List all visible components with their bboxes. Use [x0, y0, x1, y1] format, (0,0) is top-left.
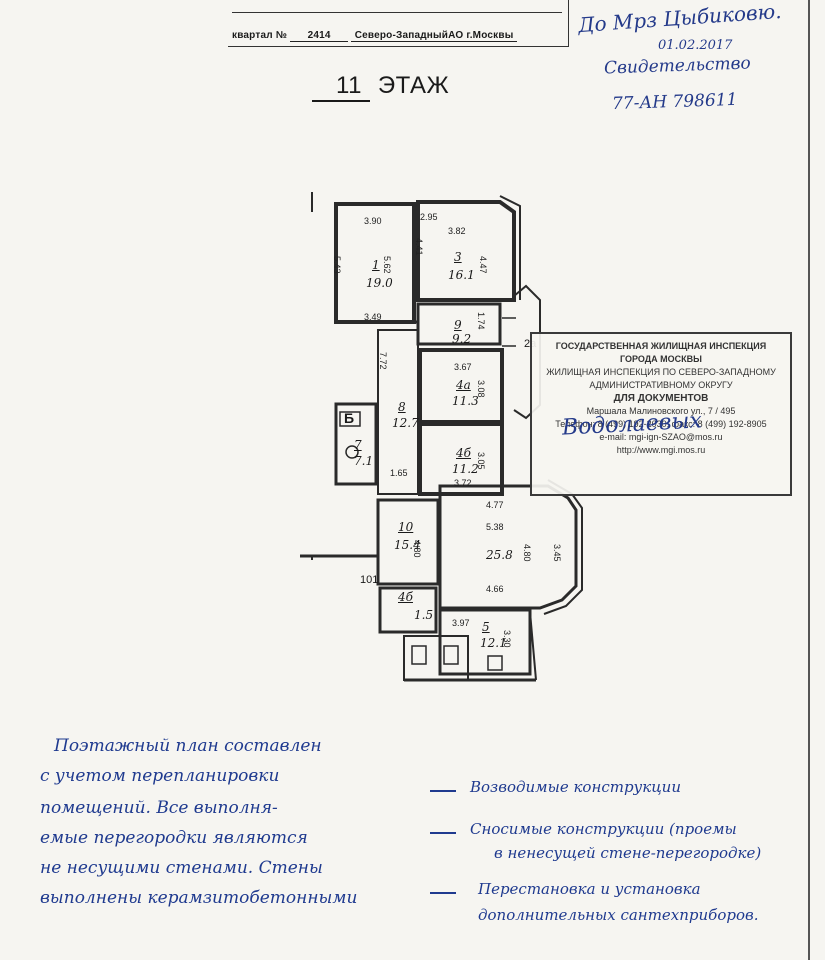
- district-name: Северо-ЗападныйАО г.Москвы: [351, 30, 518, 42]
- room-number: 10: [398, 520, 414, 534]
- note-line-2: с учетом перепланировки: [40, 766, 280, 786]
- room-number: 7: [354, 438, 362, 452]
- stamp-line-8: e-mail: mgi-ign-SZAO@mos.ru: [599, 432, 723, 442]
- header-line: квартал № 2414 Северо-ЗападныйАО г.Москв…: [232, 30, 518, 42]
- room-area: 1.5: [414, 608, 434, 622]
- room-dimension: 3.67: [454, 362, 472, 372]
- room-dimension: 5.62: [382, 256, 392, 274]
- legend-item-2b: в ненесущей стене-перегородке): [494, 844, 762, 862]
- mark-b-label: Б: [344, 410, 355, 426]
- room-dimension: 4.80: [412, 540, 422, 558]
- room-dimension: 5.43: [332, 256, 342, 274]
- room-dimension: 4.77: [486, 500, 504, 510]
- stamp-line-3: ЖИЛИЩНАЯ ИНСПЕКЦИЯ ПО СЕВЕРО-ЗАПАДНОМУ: [546, 367, 776, 377]
- floor-number: 11: [312, 72, 370, 102]
- room-dimension: 3.72: [454, 478, 472, 488]
- note-line-1: Поэтажный план составлен: [54, 736, 322, 756]
- room-dimension: 4.66: [486, 584, 504, 594]
- door-101-label: 101: [360, 574, 379, 586]
- stamp-line-5: ДЛЯ ДОКУМЕНТОВ: [613, 393, 709, 404]
- room-dimension: 1.65: [390, 468, 408, 478]
- room-number: 9: [454, 318, 462, 332]
- room-dimension: 4.47: [478, 256, 488, 274]
- quarter-number: 2414: [290, 30, 349, 42]
- legend-item-3b: дополнительных сантехприборов.: [478, 906, 759, 924]
- room-dimension: 1.74: [476, 312, 486, 330]
- floor-label: ЭТАЖ: [377, 72, 450, 99]
- room-dimension: 3.49: [364, 312, 382, 322]
- note-line-4: емые перегородки являются: [40, 828, 308, 848]
- floor-title: 11 ЭТАЖ: [312, 72, 449, 102]
- note-line-5: не несущими стенами. Стены: [40, 858, 323, 878]
- quarter-label: квартал №: [232, 30, 288, 41]
- room-number: 4а: [456, 378, 471, 392]
- header-frame: [228, 0, 569, 47]
- stamp-line-9: http://www.mgi.mos.ru: [616, 445, 706, 455]
- stamp-line-7: Телефон: 8 (499) 192-2030; факс: 8 (499)…: [555, 419, 767, 429]
- legend-item-1: Возводимые конструкции: [470, 778, 682, 796]
- room-dimension: 7.72: [378, 352, 388, 370]
- legend-dash-1: [430, 790, 456, 792]
- room-number: 5: [482, 620, 490, 634]
- room-dimension: 4.41: [414, 238, 424, 256]
- room-number: 4б: [398, 590, 413, 604]
- room-number: 3: [454, 250, 462, 264]
- room-area: 12.7: [392, 416, 419, 430]
- stamp-line-1: ГОСУДАРСТВЕННАЯ ЖИЛИЩНАЯ ИНСПЕКЦИЯ: [555, 341, 767, 351]
- room-dimension: 3.82: [448, 226, 466, 236]
- room-dimension: 3.05: [476, 452, 486, 470]
- header-rule: [232, 12, 562, 13]
- legend-dash-3: [430, 892, 456, 894]
- legend-dash-2: [430, 832, 456, 834]
- room-dimension: 3.08: [476, 380, 486, 398]
- note-line-6: выполнены керамзитобетонными: [40, 888, 358, 908]
- stamp-line-2: ГОРОДА МОСКВЫ: [620, 354, 702, 364]
- room-number: 4б: [456, 446, 471, 460]
- room-area: 7.1: [354, 454, 374, 468]
- room-dimension: 3.90: [364, 216, 382, 226]
- room-area: 9.2: [452, 332, 472, 346]
- room-number: 8: [398, 400, 406, 414]
- room-area: 15.4: [394, 538, 421, 552]
- room-dimension: 5.38: [486, 522, 504, 532]
- note-line-3: помещений. Все выполня-: [40, 798, 278, 818]
- room-area: 11.3: [452, 394, 479, 408]
- inspection-stamp: ГОСУДАРСТВЕННАЯ ЖИЛИЩНАЯ ИНСПЕКЦИЯ ГОРОД…: [530, 332, 792, 496]
- room-dimension: 3.30: [502, 630, 512, 648]
- room-area: 11.2: [452, 462, 479, 476]
- room-area: 25.8: [486, 548, 513, 562]
- room-area: 12.1: [480, 636, 507, 650]
- room-number: 1: [372, 258, 380, 272]
- room-dimension: 2.95: [420, 212, 438, 222]
- stamp-line-4: АДМИНИСТРАТИВНОМУ ОКРУГУ: [589, 380, 733, 390]
- room-dimension: 3.97: [452, 618, 470, 628]
- room-dimension: 4.80: [522, 544, 532, 562]
- room-area: 16.1: [448, 268, 475, 282]
- room-dimension: 3.45: [552, 544, 562, 562]
- legend-item-3: Перестановка и установка: [478, 880, 701, 898]
- legend-item-2: Сносимые конструкции (проемы: [470, 820, 737, 838]
- handwritten-date: 01.02.2017: [658, 38, 733, 53]
- stamp-line-6: Маршала Малиновского ул., 7 / 495: [586, 406, 736, 416]
- stamp-signature: Водолаевых: [561, 408, 703, 441]
- page-border: [808, 0, 810, 960]
- room-area: 19.0: [366, 276, 393, 290]
